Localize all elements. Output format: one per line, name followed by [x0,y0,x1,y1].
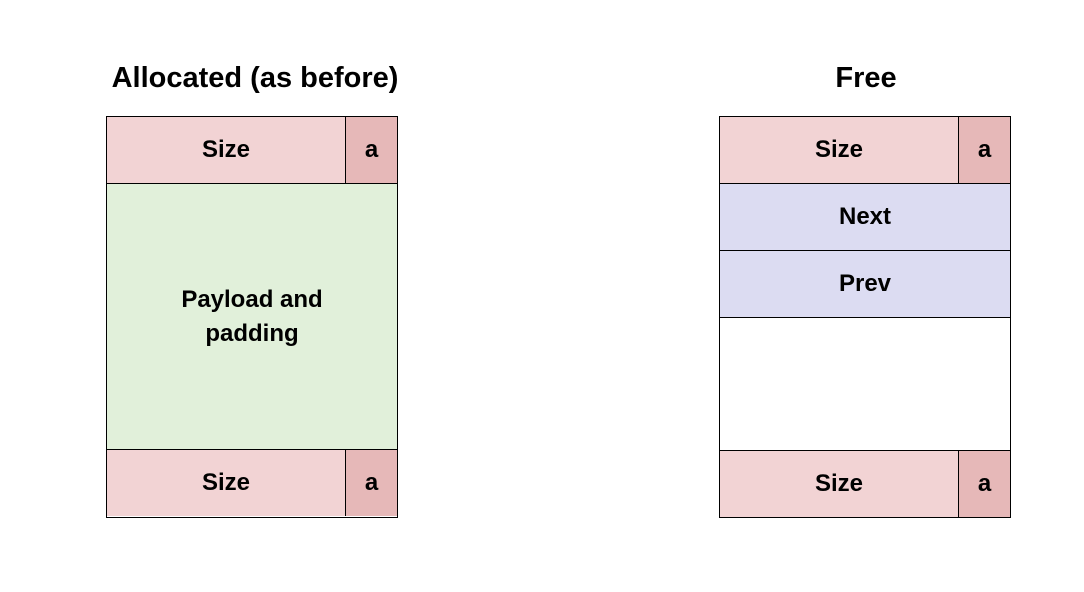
allocated-block-title: Allocated (as before) [111,62,399,94]
free-block-title: Free [835,62,897,94]
free-header-size: Size [720,117,958,183]
free-footer-size: Size [720,451,958,517]
free-block: Size a Next Prev Size a [719,116,1011,518]
free-next-row: Next [720,184,1010,251]
free-next-label: Next [838,203,892,230]
allocated-header-row: Size a [107,117,397,184]
free-prev-label: Prev [838,270,892,297]
allocated-payload-label: Payload and padding [181,285,323,347]
allocated-header-flag: a [345,117,397,183]
allocated-header-size: Size [107,117,345,183]
allocated-footer-flag: a [345,450,397,516]
allocated-payload-row: Payload and padding [107,184,397,450]
free-header-row: Size a [720,117,1010,184]
free-footer-flag: a [958,451,1010,517]
allocated-footer-size: Size [107,450,345,516]
free-footer-row: Size a [720,451,1010,517]
free-prev-row: Prev [720,251,1010,318]
allocated-footer-row: Size a [107,450,397,516]
free-header-flag: a [958,117,1010,183]
allocated-block: Size a Payload and padding Size a [106,116,398,518]
free-unused-space [720,318,1010,451]
